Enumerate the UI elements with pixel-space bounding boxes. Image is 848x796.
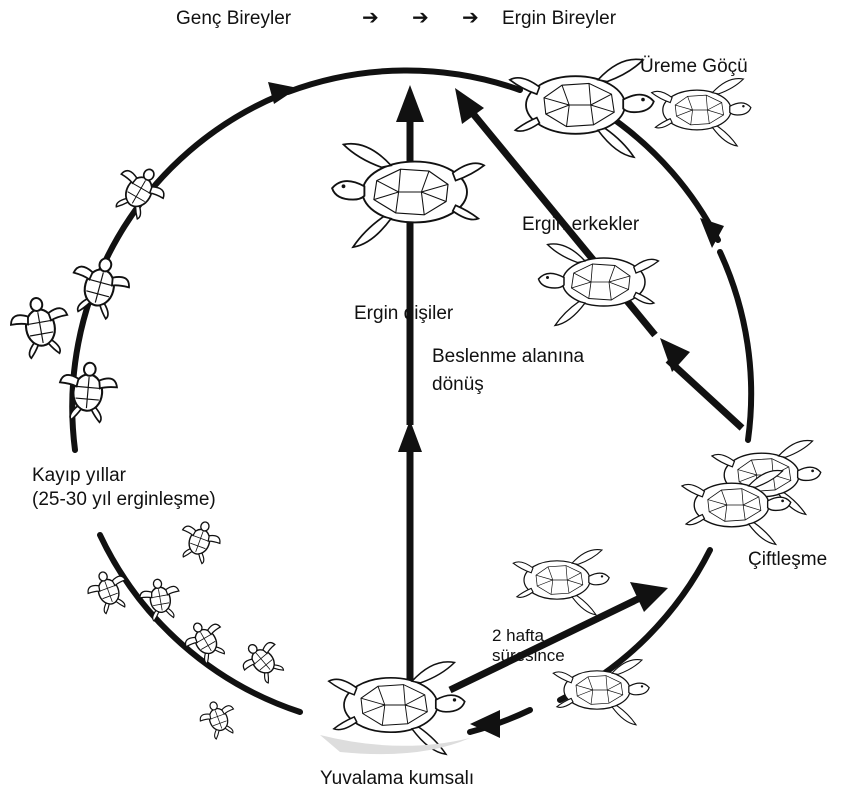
breeding-migration-label: Üreme Göçü xyxy=(640,56,748,78)
hatchling-icon xyxy=(83,565,134,617)
return-feeding-label-line2: dönüş xyxy=(432,374,484,396)
hatchling-icon xyxy=(235,633,291,689)
hatchling-icon xyxy=(106,158,173,225)
return-feeding-label-line1: Beslenme alanına xyxy=(432,346,584,368)
adult-females-label: Ergin dişiler xyxy=(354,303,453,325)
mating-label: Çiftleşme xyxy=(748,549,827,571)
hatchling-icon xyxy=(137,576,183,623)
sea-turtle-icon xyxy=(513,550,609,615)
hatchling-icon xyxy=(196,696,241,742)
juvenile-label: Genç Bireyler xyxy=(176,8,291,30)
two-weeks-label-line1: 2 hafta xyxy=(492,626,544,646)
two-weeks-label-line2: süresince xyxy=(492,646,565,666)
lost-years-label-line2: (25-30 yıl erginleşme) xyxy=(32,489,216,511)
hatchling-icon xyxy=(57,360,119,423)
lost-years-label-line1: Kayıp yıllar xyxy=(32,465,126,487)
arrow-icon: ➔ xyxy=(462,7,479,29)
sand-patch xyxy=(320,735,470,754)
sea-turtle-icon xyxy=(652,79,751,146)
arrow-icon: ➔ xyxy=(412,7,429,29)
sea-turtle-icon xyxy=(510,59,654,157)
nesting-turtle-icon xyxy=(329,662,465,754)
hatchling-icon xyxy=(7,293,73,361)
hatchling-icon xyxy=(178,614,233,669)
adult-males-label: Ergin erkekler xyxy=(522,214,639,236)
adult-label: Ergin Bireyler xyxy=(502,8,616,30)
sea-turtle-icon xyxy=(553,660,649,725)
nesting-beach-label: Yuvalama kumsalı xyxy=(320,768,474,790)
hatchling-icon xyxy=(174,515,225,567)
hatchling-icon xyxy=(64,251,134,322)
arrow-icon: ➔ xyxy=(362,7,379,29)
